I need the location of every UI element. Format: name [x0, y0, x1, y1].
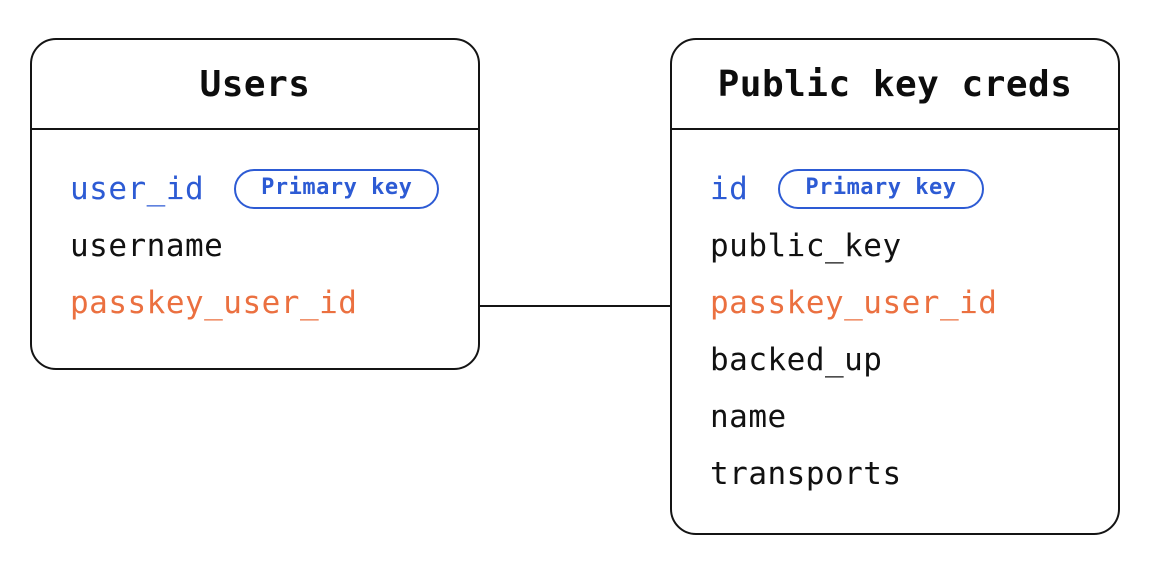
field-name-backed-up: backed_up	[710, 341, 883, 378]
primary-key-badge: Primary key	[778, 168, 984, 209]
table-pkc-fields: id Primary key public_key passkey_user_i…	[672, 130, 1118, 502]
table-pkc-title: Public key creds	[717, 63, 1073, 105]
field-name-passkey-user-id: passkey_user_id	[710, 284, 998, 321]
relationship-connector-line	[480, 305, 670, 307]
field-name-passkey-user-id: passkey_user_id	[70, 284, 358, 321]
field-name-transports: transports	[710, 455, 902, 492]
table-node-users: Users user_id Primary key username passk…	[30, 38, 480, 370]
field-row-user-id: user_id Primary key	[70, 160, 462, 217]
field-name-public-key: public_key	[710, 227, 902, 264]
table-pkc-header: Public key creds	[672, 40, 1118, 130]
field-row-transports: transports	[710, 445, 1102, 502]
table-node-public-key-creds: Public key creds id Primary key public_k…	[670, 38, 1120, 535]
field-row-passkey-user-id: passkey_user_id	[710, 274, 1102, 331]
field-row-public-key: public_key	[710, 217, 1102, 274]
field-row-id: id Primary key	[710, 160, 1102, 217]
table-users-title: Users	[199, 63, 311, 105]
table-users-header: Users	[32, 40, 478, 130]
table-users-fields: user_id Primary key username passkey_use…	[32, 130, 478, 331]
field-row-username: username	[70, 217, 462, 274]
field-name-id: id	[710, 170, 749, 207]
field-row-name: name	[710, 388, 1102, 445]
field-name-name: name	[710, 398, 787, 435]
field-name-username: username	[70, 227, 224, 264]
field-row-backed-up: backed_up	[710, 331, 1102, 388]
field-row-passkey-user-id: passkey_user_id	[70, 274, 462, 331]
field-name-user-id: user_id	[70, 170, 205, 207]
primary-key-badge: Primary key	[234, 168, 440, 209]
